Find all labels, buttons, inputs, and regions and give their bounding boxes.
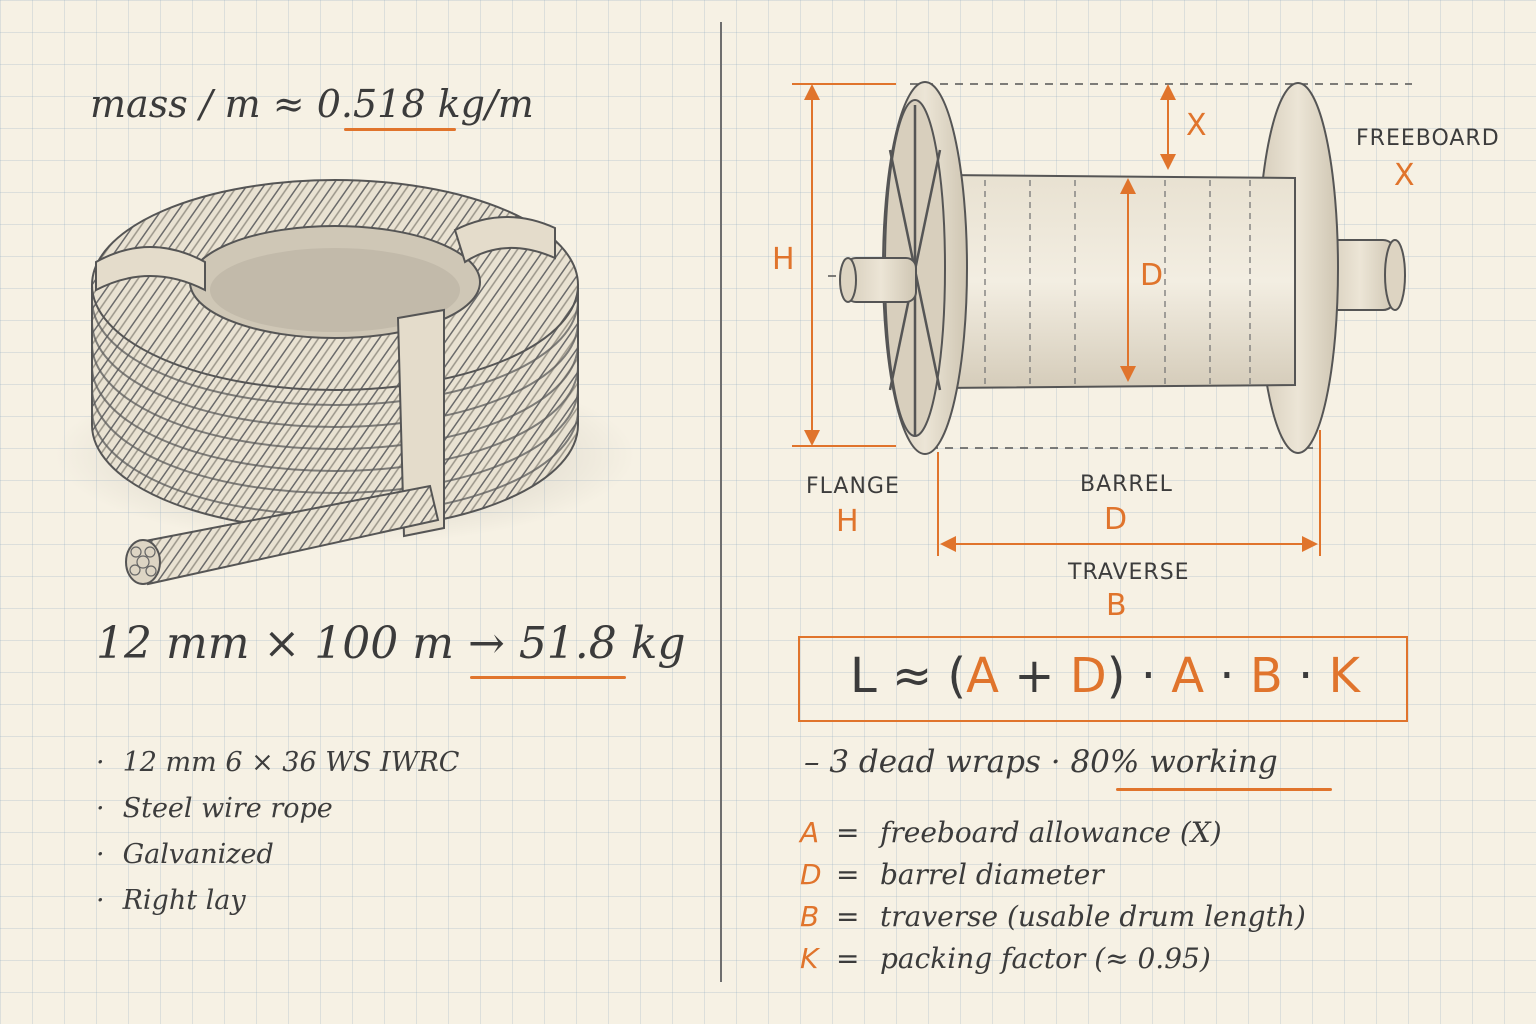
cable-drum-illustration <box>792 81 1412 556</box>
legend-item: A=freeboard allowance (X) <box>800 816 1222 849</box>
page-divider <box>720 22 722 982</box>
flange-label: FLANGE <box>806 474 900 499</box>
barrel-symbol: D <box>1104 502 1128 537</box>
traverse-label: TRAVERSE <box>1068 560 1190 585</box>
capacity-formula-box: L ≈ (A + D) · A · B · K <box>798 636 1408 722</box>
mass-per-meter: mass / m ≈ 0.518 kg/m <box>90 82 534 126</box>
weight-underline <box>470 676 626 679</box>
spec-item: 12 mm 6 × 36 WS IWRC <box>96 740 460 786</box>
spec-item: Right lay <box>96 878 459 924</box>
h-dimension-label: H <box>772 242 795 277</box>
formula-legend: A=freeboard allowance (X) D=barrel diame… <box>800 812 1306 980</box>
total-weight: 51.8 kg <box>518 618 686 669</box>
mass-value: 0.518 <box>316 82 426 126</box>
legend-item: K=packing factor (≈ 0.95) <box>800 942 1211 975</box>
spec-item: Steel wire rope <box>96 786 459 832</box>
x-dimension-label: X <box>1186 108 1207 143</box>
working-underline <box>1116 788 1332 791</box>
freeboard-symbol: X <box>1394 158 1415 193</box>
d-dimension-label: D <box>1140 258 1164 293</box>
capacity-formula: L ≈ (A + D) · A · B · K <box>849 648 1361 704</box>
spec-item: Galvanized <box>96 832 459 878</box>
weight-calculation: 12 mm × 100 m → 51.8 kg <box>96 618 686 669</box>
rope-coil-illustration <box>55 179 635 586</box>
working-percentage: 80% working <box>1070 744 1278 780</box>
working-note: – 3 dead wraps · 80% working <box>804 744 1278 780</box>
barrel-label: BARREL <box>1080 472 1173 497</box>
freeboard-label: FREEBOARD <box>1356 126 1500 151</box>
traverse-symbol: B <box>1106 588 1127 623</box>
rope-spec-list: 12 mm 6 × 36 WS IWRC Steel wire rope Gal… <box>96 740 460 924</box>
legend-item: B=traverse (usable drum length) <box>800 900 1306 933</box>
flange-symbol: H <box>836 504 859 539</box>
mass-underline <box>344 128 456 131</box>
legend-item: D=barrel diameter <box>800 858 1104 891</box>
